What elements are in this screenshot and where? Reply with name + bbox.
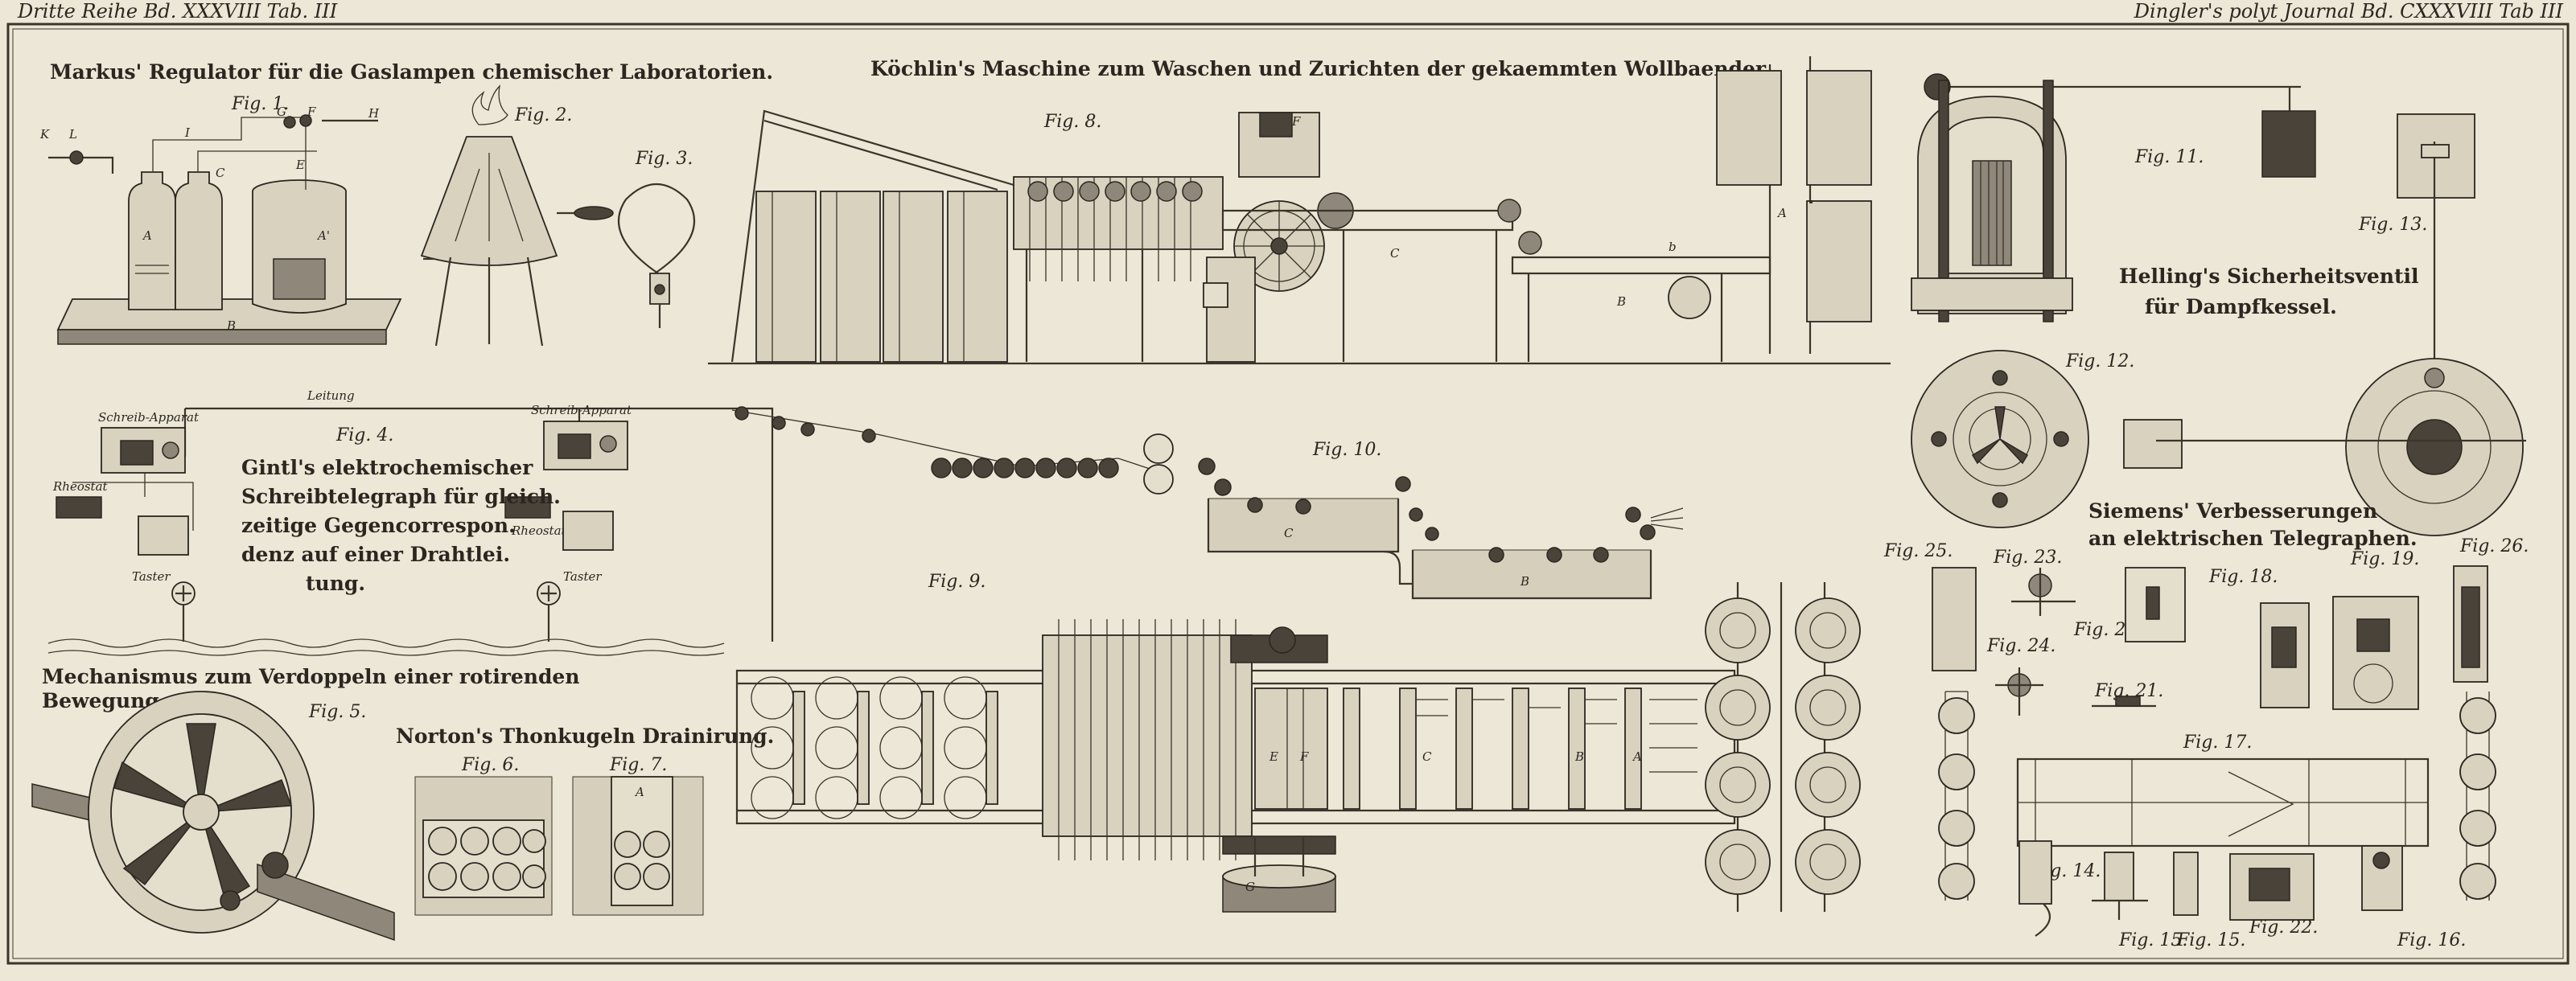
svg-text:Leitung: Leitung — [307, 388, 355, 403]
title-siemens-1: Siemens' Verbesserungen — [2088, 499, 2377, 523]
svg-text:G: G — [1245, 880, 1255, 894]
svg-text:Fig. 7.: Fig. 7. — [609, 755, 667, 775]
title-koechlin: Köchlin's Maschine zum Waschen und Zuric… — [870, 57, 1771, 80]
svg-text:B: B — [1574, 749, 1584, 764]
svg-text:K: K — [39, 127, 50, 142]
title-helling-2: für Dampfkessel. — [2145, 295, 2337, 318]
svg-text:C: C — [1284, 526, 1294, 540]
svg-text:I: I — [184, 125, 191, 140]
svg-text:B: B — [1520, 574, 1529, 589]
svg-text:Fig. 10.: Fig. 10. — [1312, 440, 1381, 460]
svg-text:Fig. 15.: Fig. 15. — [2176, 930, 2245, 950]
svg-text:Fig. 11.: Fig. 11. — [2134, 147, 2204, 167]
svg-text:Fig. 8.: Fig. 8. — [1043, 112, 1101, 132]
fig11-13-safety-valve: Fig. 11. Fig. 13. Helling's Sicherheitsv… — [1911, 73, 2526, 536]
svg-text:B: B — [226, 318, 236, 333]
svg-text:G: G — [277, 105, 286, 119]
svg-text:A': A' — [316, 228, 330, 243]
svg-text:Schreib-Apparat: Schreib-Apparat — [98, 410, 200, 425]
svg-text:Fig. 4.: Fig. 4. — [335, 425, 393, 445]
title-gintl-4: denz auf einer Drahtlei. — [241, 543, 510, 566]
svg-text:F: F — [1299, 749, 1309, 764]
svg-text:Fig. 9.: Fig. 9. — [928, 572, 986, 592]
header-left: Dritte Reihe Bd. XXXVIII Tab. III — [17, 0, 338, 23]
title-gintl-1: Gintl's elektrochemischer — [241, 456, 533, 479]
svg-text:Fig. 23.: Fig. 23. — [1993, 548, 2062, 568]
svg-text:C: C — [1390, 246, 1400, 261]
title-helling-1: Helling's Sicherheitsventil — [2119, 265, 2419, 288]
svg-text:Fig. 6.: Fig. 6. — [461, 755, 519, 775]
fig1-gas-regulator: K L I C A A' E F G H B Fig. 1. — [39, 94, 402, 345]
svg-text:Fig. 12.: Fig. 12. — [2065, 351, 2134, 371]
svg-text:C: C — [1422, 749, 1432, 764]
title-gintl-3: zeitige Gegencorrespon. — [241, 514, 516, 537]
svg-text:Fig. 25.: Fig. 25. — [1883, 541, 1953, 561]
svg-text:E: E — [1269, 749, 1278, 764]
svg-text:B: B — [1616, 294, 1626, 309]
title-gintl-5: tung. — [306, 572, 365, 595]
fig9-machine-plan: Fig. 9. G E F C B A — [735, 572, 1861, 913]
plate-border — [6, 23, 2570, 965]
fig14-26-siemens-telegraph: Siemens' Verbesserungen an elektrischen … — [1883, 499, 2529, 950]
header-right: Dingler's polyt Journal Bd. CXXXVIII Tab… — [2134, 0, 2564, 23]
fig2-burner: Fig. 2. — [420, 84, 614, 347]
svg-text:Fig. 18.: Fig. 18. — [2208, 567, 2278, 587]
fig6-fig7-norton-drainage: Norton's Thonkugeln Drainirung. Fig. 6. … — [396, 724, 774, 916]
svg-text:L: L — [68, 127, 77, 142]
svg-text:A: A — [1632, 749, 1642, 764]
svg-text:Fig. 5.: Fig. 5. — [308, 702, 366, 722]
fig4-gintl-telegraph: Leitung Schreib-Apparat Schreib-Apparat … — [47, 388, 774, 656]
svg-text:Fig. 22.: Fig. 22. — [2249, 917, 2318, 938]
fig5-wheel-mechanism: Mechanismus zum Verdoppeln einer rotiren… — [31, 665, 580, 942]
fig8-machine-elevation: Fig. 8. C B b F A — [708, 56, 1891, 365]
svg-text:Rheostat: Rheostat — [52, 479, 109, 494]
svg-text:H: H — [368, 106, 380, 121]
title-gintl-2: Schreibtelegraph für gleich. — [241, 485, 561, 508]
fig10-wash-tanks: Fig. 10. C B — [731, 406, 1684, 600]
title-mechanismus-1: Mechanismus zum Verdoppeln einer rotiren… — [42, 665, 580, 688]
svg-text:Fig. 1.: Fig. 1. — [231, 94, 289, 114]
svg-text:Fig. 19.: Fig. 19. — [2350, 549, 2419, 569]
svg-text:Fig. 16.: Fig. 16. — [2397, 930, 2466, 950]
svg-text:Schreib-Apparat: Schreib-Apparat — [531, 403, 632, 417]
svg-text:Fig. 15.: Fig. 15. — [2118, 930, 2187, 950]
svg-text:Taster: Taster — [563, 569, 602, 584]
svg-text:E: E — [295, 158, 305, 172]
svg-text:F: F — [1291, 114, 1301, 129]
svg-text:A: A — [1776, 206, 1787, 220]
svg-text:A: A — [142, 228, 152, 243]
svg-text:Fig. 2.: Fig. 2. — [514, 105, 572, 125]
svg-text:Fig. 17.: Fig. 17. — [2183, 733, 2252, 753]
svg-text:Fig. 13.: Fig. 13. — [2358, 215, 2427, 235]
svg-text:F: F — [307, 105, 316, 119]
svg-text:Rheostat: Rheostat — [511, 523, 567, 538]
svg-text:C: C — [216, 166, 225, 180]
svg-text:Taster: Taster — [132, 569, 171, 584]
fig3-ring-clamp: Fig. 3. — [618, 149, 695, 328]
title-markus: Markus' Regulator für die Gaslampen chem… — [50, 60, 773, 84]
svg-text:b: b — [1669, 240, 1677, 254]
svg-text:Fig. 24.: Fig. 24. — [1986, 636, 2055, 656]
svg-text:Fig. 26.: Fig. 26. — [2459, 536, 2529, 556]
title-norton: Norton's Thonkugeln Drainirung. — [396, 724, 774, 748]
svg-text:A: A — [634, 785, 644, 799]
svg-text:Fig. 3.: Fig. 3. — [635, 149, 693, 169]
title-siemens-2: an elektrischen Telegraphen. — [2088, 527, 2418, 550]
